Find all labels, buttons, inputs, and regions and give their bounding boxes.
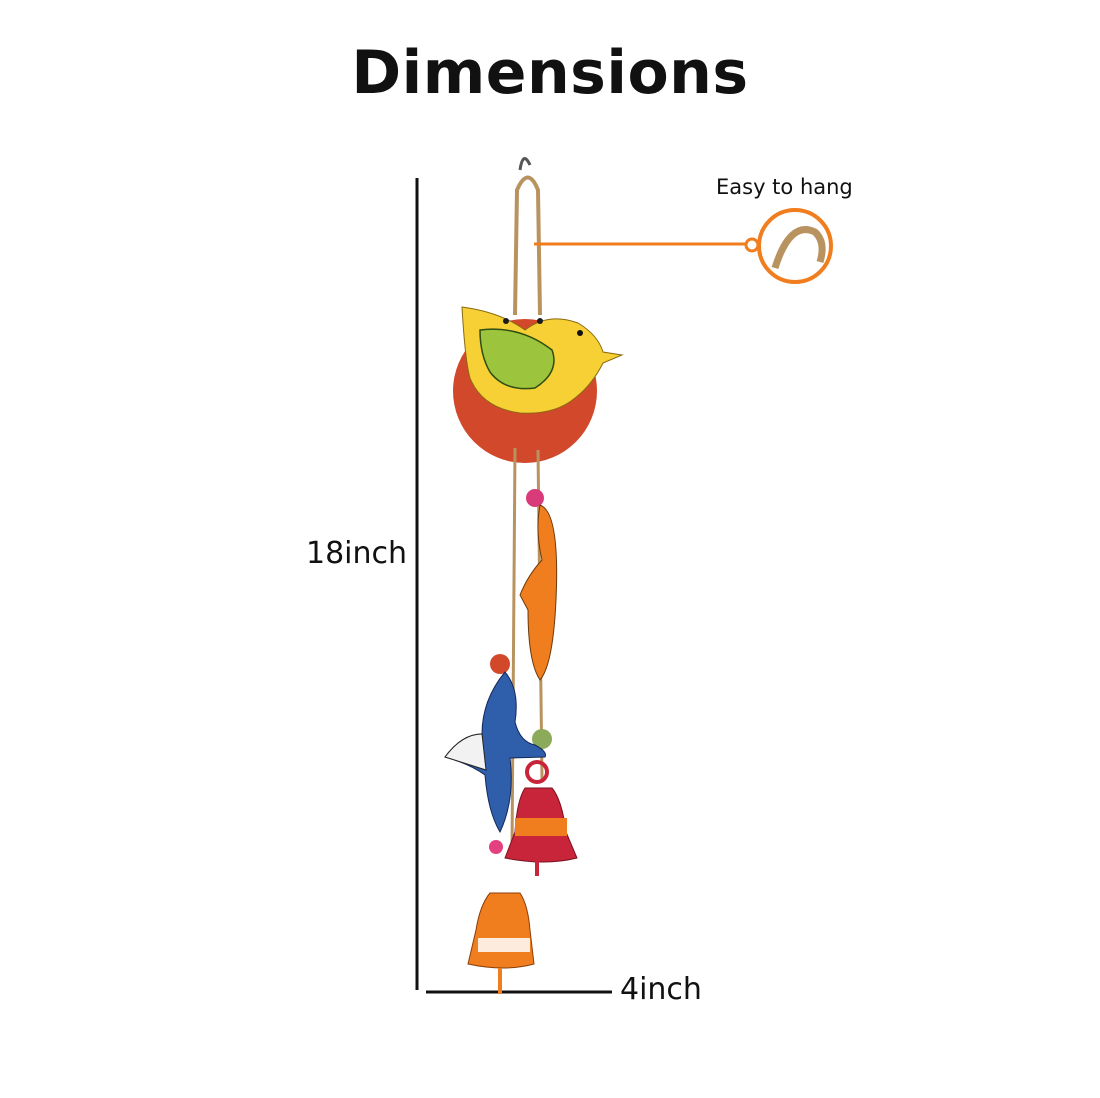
hook-icon <box>518 157 532 171</box>
jute-loop <box>513 175 542 316</box>
bell-hook-ring <box>525 760 549 784</box>
zoom-rope-icon <box>771 226 826 270</box>
callout-dot <box>744 237 760 253</box>
pink-bead <box>526 489 544 507</box>
green-bead <box>532 729 552 749</box>
height-label: 18inch <box>306 536 408 571</box>
left-string <box>510 447 517 851</box>
page-title: Dimensions <box>351 38 749 108</box>
lower-bell-icon <box>467 892 535 969</box>
width-label: 4inch <box>620 972 702 1007</box>
green-wing <box>479 328 555 390</box>
small-pink-bead <box>489 840 503 854</box>
bird-eye <box>577 330 583 336</box>
red-bead <box>490 654 510 674</box>
callout-label: Easy to hang <box>716 175 853 199</box>
orange-bird-icon <box>519 504 558 681</box>
